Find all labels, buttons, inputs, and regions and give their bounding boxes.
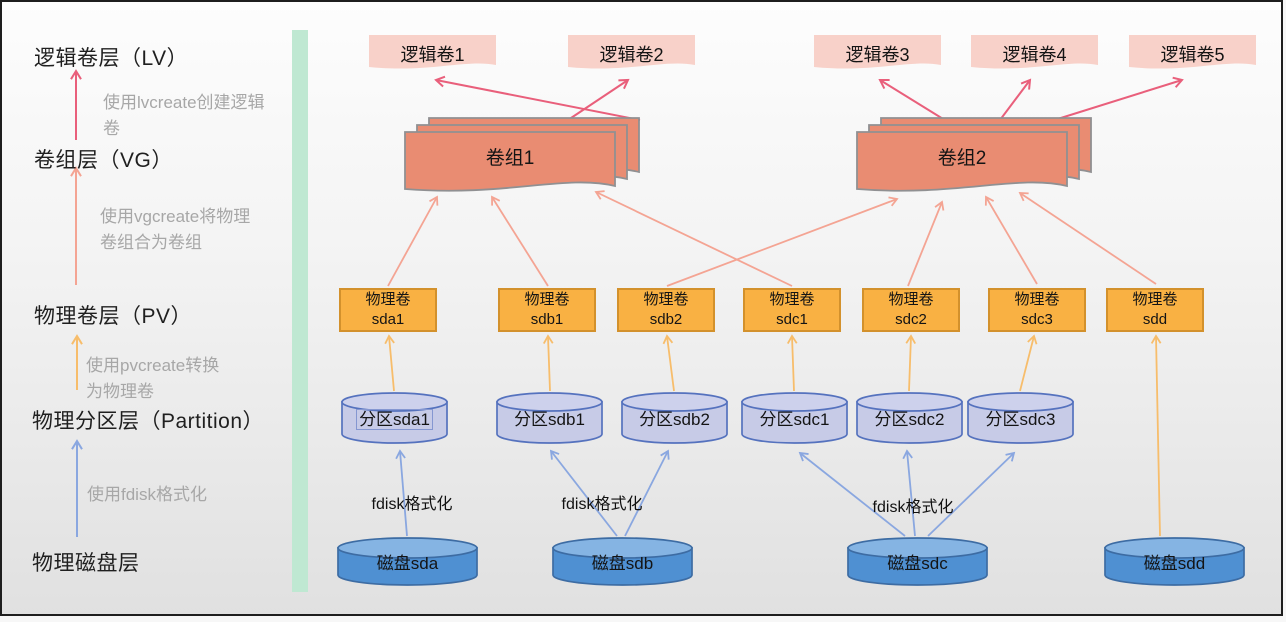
disk-sda: 磁盘sda bbox=[376, 554, 439, 573]
fdisk-label-sda: fdisk格式化 bbox=[371, 496, 453, 513]
partition-sdb2: 分区sdb2 bbox=[639, 410, 710, 429]
arrow-part-sdb2-to-pv bbox=[662, 334, 675, 392]
right-margin-strip bbox=[1283, 0, 1286, 622]
physical-volume-sdb2: 物理卷 sdb2 bbox=[617, 288, 715, 332]
layer-title-partition: 物理分区层（Partition） bbox=[32, 410, 265, 433]
pv-label-line2: sdb2 bbox=[649, 311, 683, 328]
pv-label-line2: sdb1 bbox=[530, 311, 564, 328]
arrow-vg2-to-lv5 bbox=[1047, 76, 1184, 123]
volume-group-1: 卷组1 bbox=[485, 148, 535, 169]
partition-sdc3: 分区sdc3 bbox=[985, 410, 1056, 429]
arrow-sdb-to-sdb1 bbox=[549, 449, 618, 537]
pv-label-line1: 物理卷 bbox=[524, 291, 570, 309]
layer-title-vg: 卷组层（VG） bbox=[34, 149, 173, 172]
arrow-vg1-to-lv1 bbox=[434, 75, 641, 121]
layer-title-pv: 物理卷层（PV） bbox=[34, 305, 193, 328]
disk-sdd: 磁盘sdd bbox=[1143, 554, 1206, 573]
partition-label-text: 分区sda1 bbox=[356, 409, 433, 430]
step-note-pvcreate: 使用pvcreate转换为物理卷 bbox=[86, 356, 220, 401]
logical-volume-4: 逻辑卷4 bbox=[1002, 45, 1067, 65]
partition-sda1: 分区sda1 bbox=[342, 408, 447, 432]
arrow-disk-sdd-to-pv bbox=[1150, 334, 1162, 537]
logical-volume-5: 逻辑卷5 bbox=[1160, 45, 1225, 65]
layer-title-lv: 逻辑卷层（LV） bbox=[34, 47, 189, 70]
partition-sdb1: 分区sdb1 bbox=[514, 410, 585, 429]
partition-to-pv-arrows bbox=[384, 334, 1162, 537]
layer-title-disk: 物理磁盘层 bbox=[32, 552, 140, 575]
step-note-fdisk: 使用fdisk格式化 bbox=[87, 485, 207, 504]
arrow-pv-sdc1-to-vg1 bbox=[594, 190, 793, 287]
arrow-vg2-to-lv4 bbox=[999, 78, 1032, 121]
pv-label-line1: 物理卷 bbox=[1132, 291, 1178, 309]
arrow-part-sda1-to-pv bbox=[384, 334, 395, 392]
pv-label-line1: 物理卷 bbox=[888, 291, 934, 309]
step-note-vgcreate: 使用vgcreate将物理卷组合为卷组 bbox=[100, 207, 251, 252]
arrow-pv-sdb1-to-vg1 bbox=[491, 195, 549, 287]
sidebar-step-arrows bbox=[70, 69, 83, 537]
arrow-part-sdc2-to-pv bbox=[905, 334, 917, 392]
partition-sdc1: 分区sdc1 bbox=[759, 410, 830, 429]
arrow-sdc-to-sdc2 bbox=[902, 449, 916, 537]
arrow-part-sdb1-to-pv bbox=[542, 334, 554, 392]
volume-group-2: 卷组2 bbox=[937, 148, 987, 169]
pv-label-line2: sdc3 bbox=[1021, 311, 1053, 328]
pv-label-line2: sdc1 bbox=[776, 311, 808, 328]
arrow-pv-sdc3-to-vg2 bbox=[984, 195, 1038, 285]
fdisk-label-sdc: fdisk格式化 bbox=[872, 499, 954, 516]
physical-volume-sdb1: 物理卷 sdb1 bbox=[498, 288, 596, 332]
arrow-pv-sdd-to-vg2 bbox=[1018, 192, 1157, 285]
logical-volume-1: 逻辑卷1 bbox=[400, 45, 465, 65]
pv-label-line1: 物理卷 bbox=[769, 291, 815, 309]
pv-label-line1: 物理卷 bbox=[365, 291, 411, 309]
arrow-part-sdc1-to-pv bbox=[786, 334, 798, 392]
pv-label-line1: 物理卷 bbox=[1014, 291, 1060, 309]
step-note-lvcreate: 使用lvcreate创建逻辑卷 bbox=[103, 93, 265, 138]
physical-volume-sdc1: 物理卷 sdc1 bbox=[743, 288, 841, 332]
arrow-sdc-to-sdc3 bbox=[927, 451, 1016, 537]
vg-to-lv-arrows bbox=[434, 75, 1184, 123]
logical-volume-2: 逻辑卷2 bbox=[599, 45, 664, 65]
disk-sdb: 磁盘sdb bbox=[591, 554, 654, 573]
arrow-sdb-to-sdb2 bbox=[624, 449, 670, 537]
pv-label-line1: 物理卷 bbox=[643, 291, 689, 309]
pv-label-line2: sdc2 bbox=[895, 311, 927, 328]
physical-volume-sdc3: 物理卷 sdc3 bbox=[988, 288, 1086, 332]
divider-bar bbox=[292, 30, 308, 592]
arrow-pv-sdc2-to-vg2 bbox=[907, 200, 945, 287]
logical-volume-shapes bbox=[369, 35, 1256, 69]
pv-to-vg-arrows bbox=[387, 190, 1157, 287]
logical-volume-3: 逻辑卷3 bbox=[845, 45, 910, 65]
pv-label-line2: sdd bbox=[1142, 311, 1168, 328]
disk-to-partition-arrows bbox=[395, 449, 1016, 537]
physical-volume-sda1: 物理卷 sda1 bbox=[339, 288, 437, 332]
arrow-vg2-to-lv3 bbox=[878, 78, 949, 123]
disk-sdc: 磁盘sdc bbox=[887, 554, 948, 573]
physical-volume-sdc2: 物理卷 sdc2 bbox=[862, 288, 960, 332]
arrow-vg1-to-lv2 bbox=[567, 78, 630, 121]
physical-volume-sdd: 物理卷 sdd bbox=[1106, 288, 1204, 332]
arrow-part-sdc3-to-pv bbox=[1019, 334, 1038, 392]
bottom-margin-strip bbox=[0, 616, 1286, 622]
arrow-pv-sdb2-to-vg2 bbox=[666, 196, 899, 287]
pv-label-line2: sda1 bbox=[371, 311, 405, 328]
arrow-sda-to-sda1 bbox=[395, 449, 408, 537]
fdisk-label-sdb: fdisk格式化 bbox=[561, 496, 643, 513]
arrow-sdc-to-sdc1 bbox=[798, 451, 906, 537]
partition-sdc2: 分区sdc2 bbox=[874, 410, 945, 429]
arrow-pv-sda1-to-vg1 bbox=[387, 195, 439, 287]
